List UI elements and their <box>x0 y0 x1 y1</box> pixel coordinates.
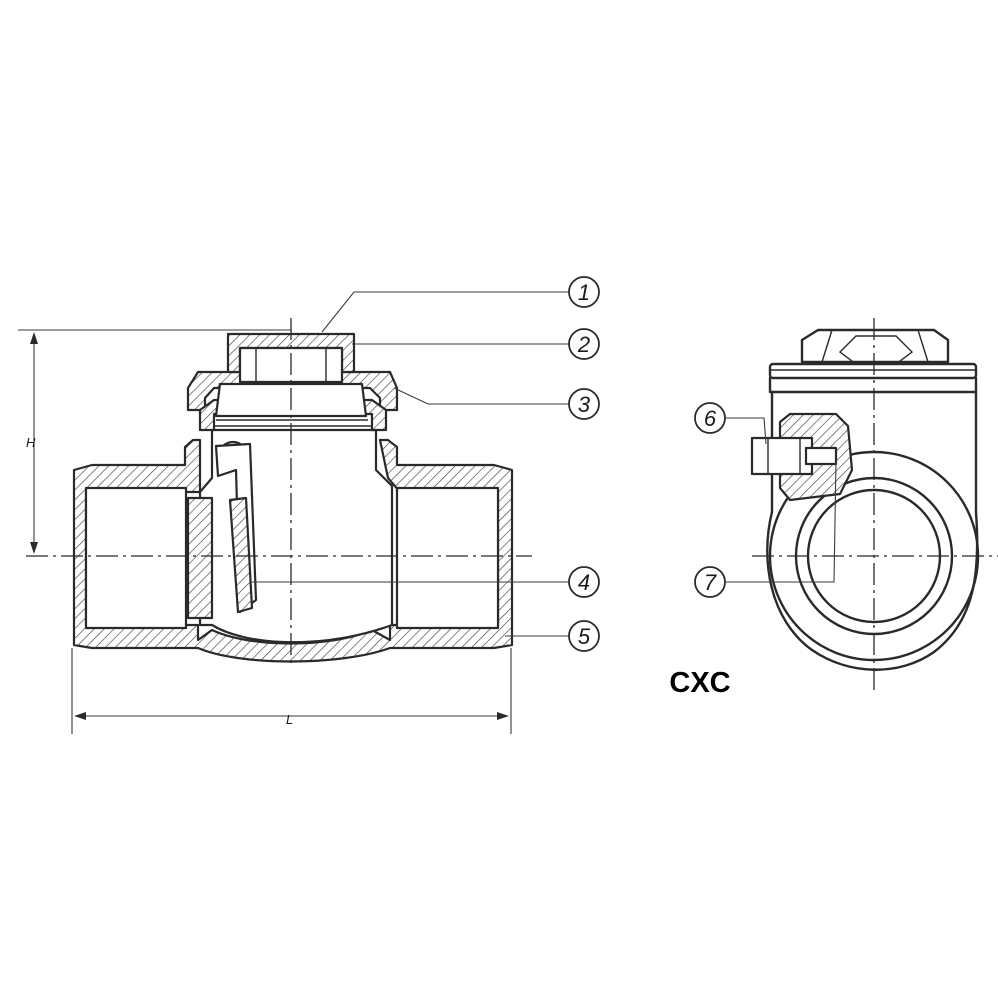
svg-text:7: 7 <box>704 570 717 595</box>
bonnet-ring <box>768 362 978 380</box>
callout-7: 7 <box>694 566 726 598</box>
callout-5: 5 <box>568 620 600 652</box>
svg-text:2: 2 <box>577 332 590 357</box>
height-dimension-label: H <box>26 435 36 450</box>
disc-seat <box>186 496 214 620</box>
svg-text:4: 4 <box>578 570 590 595</box>
callout-1: 1 <box>568 276 600 308</box>
svg-text:6: 6 <box>704 406 717 431</box>
right-socket <box>395 486 500 630</box>
bonnet-collar <box>768 376 978 394</box>
callout-3: 3 <box>568 388 600 420</box>
hinge-screw <box>750 436 814 476</box>
disc <box>228 496 254 614</box>
hex-plug <box>800 328 950 364</box>
callout-4: 4 <box>568 566 600 598</box>
svg-text:5: 5 <box>578 624 591 649</box>
svg-text:3: 3 <box>578 392 591 417</box>
svg-text:1: 1 <box>578 280 590 305</box>
callout-2: 2 <box>568 328 600 360</box>
model-label: CXC <box>669 667 730 699</box>
end-view: 6 7 <box>694 318 998 690</box>
callout-6: 6 <box>694 402 726 434</box>
section-view: H L 1 2 3 4 5 <box>18 276 600 734</box>
left-socket <box>84 486 188 630</box>
length-dimension-label: L <box>286 712 293 727</box>
